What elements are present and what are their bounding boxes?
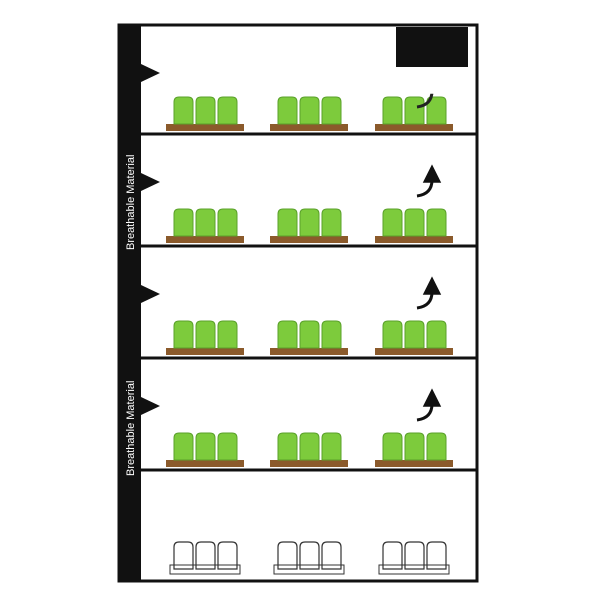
vent-notch-icon <box>141 397 160 415</box>
plant <box>299 320 320 349</box>
plant <box>404 432 425 461</box>
tray <box>375 460 453 467</box>
curved-up-arrow-icon <box>416 276 442 310</box>
plant-group <box>166 432 244 467</box>
curved-up-arrow-icon <box>416 75 442 109</box>
plant <box>321 208 342 237</box>
plant <box>426 432 447 461</box>
curved-up-arrow-icon <box>416 164 442 198</box>
plant <box>277 432 298 461</box>
vent-notch-icon <box>141 64 160 82</box>
empty-pot <box>299 541 320 570</box>
arrow-head <box>422 276 442 295</box>
empty-pot <box>195 541 216 570</box>
plant <box>195 320 216 349</box>
empty-plant-group <box>273 541 345 575</box>
plant <box>195 96 216 125</box>
empty-plant-group <box>378 541 450 575</box>
plant <box>404 208 425 237</box>
tray <box>270 460 348 467</box>
plant <box>173 208 194 237</box>
tray <box>270 348 348 355</box>
plant <box>277 96 298 125</box>
plant-group <box>270 320 348 355</box>
tray <box>169 564 241 575</box>
plant <box>173 432 194 461</box>
plant <box>321 432 342 461</box>
empty-pot <box>217 541 238 570</box>
shelf <box>141 388 477 472</box>
plant <box>277 208 298 237</box>
plant <box>217 96 238 125</box>
shelves-layer <box>141 27 477 575</box>
shelf <box>141 276 477 360</box>
vent-notch-icon <box>141 173 160 191</box>
tray <box>166 460 244 467</box>
curved-up-arrow-icon <box>416 388 442 422</box>
exhaust-hood-icon <box>396 27 468 67</box>
tray <box>273 564 345 575</box>
plant-group <box>270 208 348 243</box>
plant <box>195 432 216 461</box>
shelf <box>141 164 477 248</box>
plant <box>299 432 320 461</box>
tray <box>375 348 453 355</box>
plant <box>404 320 425 349</box>
plant-group <box>166 208 244 243</box>
empty-pot <box>173 541 194 570</box>
tray <box>270 124 348 131</box>
shelf <box>169 541 450 575</box>
plant-group <box>375 96 453 131</box>
upper-wall-label: Breathable Material <box>125 155 137 250</box>
plant-group <box>166 320 244 355</box>
plant <box>321 320 342 349</box>
empty-pot <box>277 541 298 570</box>
plant <box>382 432 403 461</box>
plant <box>217 320 238 349</box>
plant <box>426 320 447 349</box>
tray <box>270 236 348 243</box>
plant <box>277 320 298 349</box>
arrow-head <box>422 164 442 183</box>
plant <box>173 96 194 125</box>
plant <box>426 96 447 125</box>
plant <box>426 208 447 237</box>
plant-group <box>166 96 244 131</box>
plant-group <box>375 208 453 243</box>
plant <box>299 96 320 125</box>
plant <box>173 320 194 349</box>
plant <box>321 96 342 125</box>
tray <box>375 124 453 131</box>
plant <box>382 208 403 237</box>
plant <box>195 208 216 237</box>
breathable-wall <box>119 25 141 581</box>
plant <box>299 208 320 237</box>
plant <box>404 96 425 125</box>
lower-wall-label: Breathable Material <box>125 381 137 476</box>
tray <box>166 348 244 355</box>
tray <box>375 236 453 243</box>
empty-pot <box>426 541 447 570</box>
shelf <box>141 27 477 136</box>
tray <box>166 124 244 131</box>
arrow-head <box>422 388 442 407</box>
plant-group <box>270 432 348 467</box>
plant <box>382 320 403 349</box>
plant-group <box>270 96 348 131</box>
plant-group <box>375 432 453 467</box>
empty-pot <box>382 541 403 570</box>
empty-pot <box>404 541 425 570</box>
plant <box>217 432 238 461</box>
empty-plant-group <box>169 541 241 575</box>
tray <box>378 564 450 575</box>
arrow-head <box>422 75 442 94</box>
plant-group <box>375 320 453 355</box>
plant <box>382 96 403 125</box>
plant <box>217 208 238 237</box>
tray <box>166 236 244 243</box>
vent-notch-icon <box>141 285 160 303</box>
empty-pot <box>321 541 342 570</box>
